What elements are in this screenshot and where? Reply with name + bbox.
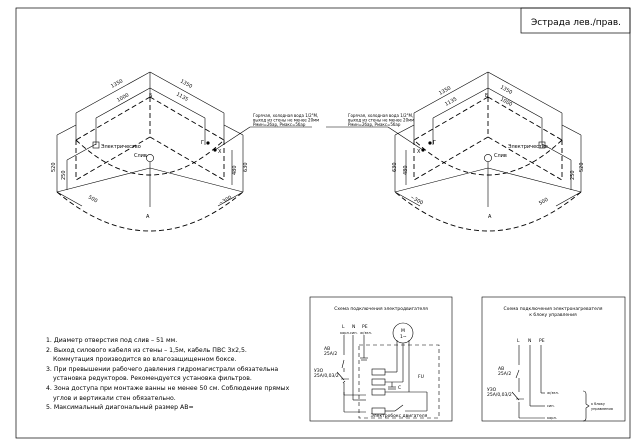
motor-wiring-scheme: Схема подключения электродвигателя L N P…	[309, 296, 453, 422]
wire-l-color: корл.	[340, 331, 350, 335]
breaker-rating: 25А/2	[324, 351, 337, 357]
wire-l-label: L	[517, 338, 520, 344]
rcd-rating: 25А/0,03/2	[487, 392, 512, 398]
dim-label: 630	[243, 162, 249, 172]
wire-n-label: N	[352, 324, 355, 330]
dim-label: 1350	[110, 78, 124, 89]
bath-drawing-right	[325, 71, 582, 232]
dim-label: 500	[87, 195, 98, 205]
motor-phase: 1~	[400, 334, 407, 340]
point-a-label: А	[488, 214, 492, 220]
dim-label: 1135	[175, 92, 189, 103]
water-note: Горячая, холодная вода 1/2"М,	[348, 113, 413, 118]
water-note: Горячая, холодная вода 1/2"М,	[253, 113, 318, 118]
point-x-label: Х	[417, 149, 421, 155]
dim-label: 250	[61, 170, 67, 180]
to-block-label: к блоку	[591, 402, 605, 406]
rcd-rating: 25А/0,03/2	[314, 373, 339, 379]
drain-label: Слив	[494, 153, 507, 159]
rcd-label: УЗО	[314, 368, 324, 374]
point-g-label: Г	[201, 140, 204, 146]
sheet-title: Эстрада лев./прав.	[531, 18, 621, 28]
motor-scheme-title: Схема подключения электродвигателя	[334, 306, 428, 312]
breaker-rating: 25А/2	[498, 371, 511, 377]
dim-label: 480	[403, 165, 409, 175]
dim-label: 1350	[438, 85, 452, 96]
note: 1. Диаметр отверстия под слив – 51 мм.	[46, 337, 178, 344]
motor-box-label: Электробокс двигателя	[371, 413, 428, 419]
dim-label: 500	[538, 197, 549, 207]
dim-label: 1350	[179, 79, 193, 90]
dim-label: 520	[51, 162, 57, 172]
dim-label: 480	[232, 165, 238, 175]
dim-label: ~300	[218, 195, 233, 207]
water-note: Рмин=2бар, Рмакс=5бар	[253, 122, 306, 127]
water-note: выход из стены не менее 20мм	[348, 118, 414, 123]
note: установка редукторов. Рекомендуется уста…	[53, 375, 252, 383]
dim-label: 1135	[444, 96, 458, 107]
drain-label: Слив	[134, 153, 147, 159]
note: 4. Зона доступа при монтаже ванны не мен…	[46, 384, 290, 392]
electric-label: Электричество	[508, 144, 548, 150]
wire-pe-color: ж/зел.	[360, 331, 372, 335]
sheet-border	[15, 7, 631, 439]
wire-l-label: L	[342, 324, 345, 330]
water-note: выход из стены не менее 20мм	[253, 118, 319, 123]
note: Коммутация производится во влагозащищенн…	[53, 356, 237, 364]
to-block-label: управления	[591, 407, 613, 411]
note: 2. Выход силового кабеля из стены – 1,5м…	[46, 346, 247, 354]
bath-drawing-left	[56, 71, 312, 232]
point-b-label: Б	[485, 93, 489, 99]
installation-notes: 1. Диаметр отверстия под слив – 51 мм. 2…	[46, 336, 289, 413]
wire-n-color: син.	[350, 331, 358, 335]
dim-label: 250	[570, 170, 576, 180]
heater-scheme-subtitle: к блоку управления	[529, 312, 577, 318]
point-g-label: Г	[433, 140, 436, 146]
point-a-label: А	[146, 214, 150, 220]
heater-scheme-title: Схема подключения электронагревателя	[504, 306, 603, 312]
water-note: Рмин=2бар, Рмакс=5бар	[348, 122, 401, 127]
dim-label: 1000	[116, 92, 130, 103]
wire-n-label: N	[528, 338, 531, 344]
wire-pe-label: PE	[539, 338, 545, 344]
rcd-label: УЗО	[487, 387, 497, 393]
point-b-label: Б	[149, 93, 153, 99]
dim-label: 630	[392, 162, 398, 172]
thermo-label: FU	[418, 374, 424, 380]
dim-label: 1000	[499, 97, 513, 108]
note: 3. При превышении рабочего давления гидр…	[46, 365, 279, 373]
electric-label: Электричество	[101, 144, 141, 150]
capacitor-label: С	[398, 385, 401, 391]
breaker-label: АВ	[324, 346, 330, 352]
note: углов и вертикали стен обязательно.	[53, 394, 176, 402]
note: 5. Максимальный диагональный размер АВ=	[46, 404, 194, 412]
wire-l-color: корл.	[547, 416, 557, 420]
wire-pe-color: ж/зел.	[547, 391, 559, 395]
wire-pe-label: PE	[362, 324, 368, 330]
breaker-label: АВ	[498, 366, 504, 372]
heater-wiring-scheme: Схема подключения электронагревателя к б…	[481, 296, 626, 422]
wire-n-color: син.	[547, 404, 555, 408]
dim-label: 1350	[499, 85, 513, 96]
motor-label: М	[401, 328, 405, 334]
point-x-label: Х	[218, 149, 222, 155]
dim-label: ~300	[409, 195, 424, 207]
dim-label: 520	[579, 162, 585, 172]
title-box	[520, 7, 631, 34]
